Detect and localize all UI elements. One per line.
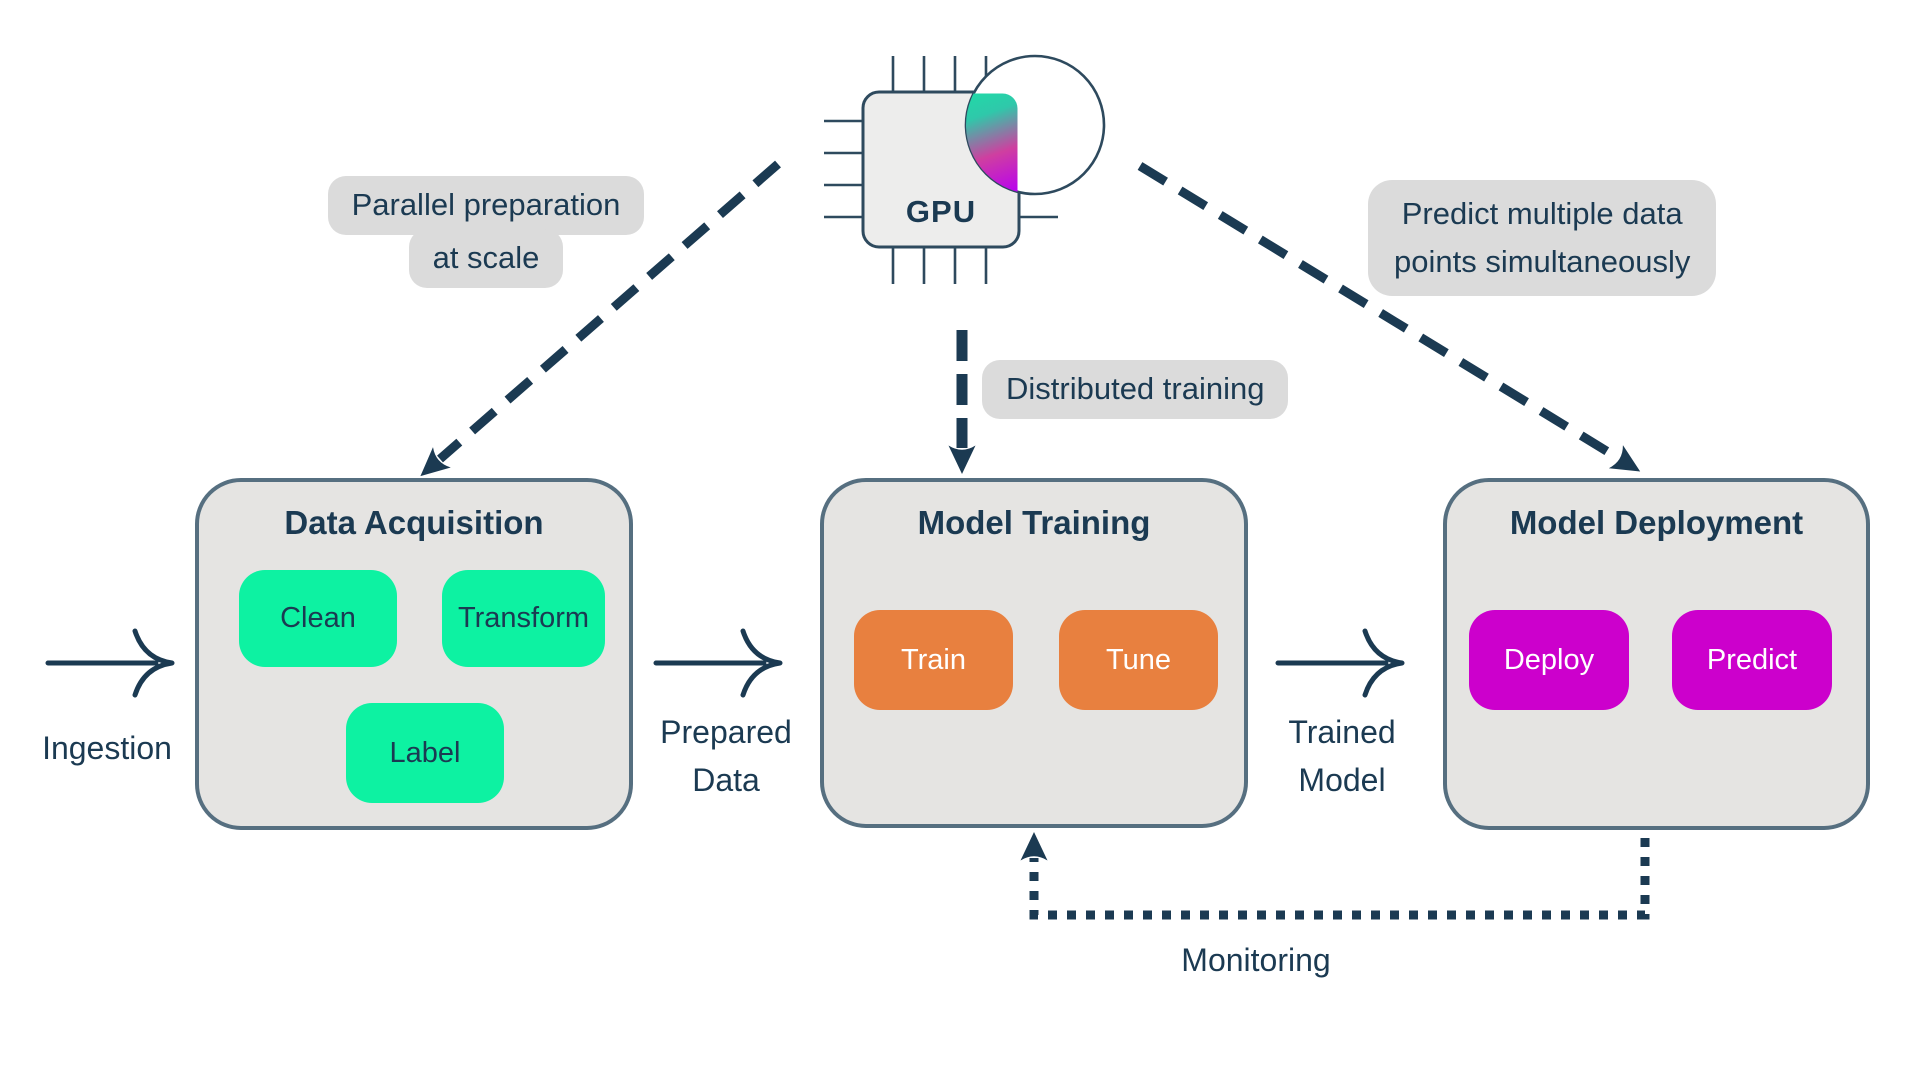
flow-label-data: Data bbox=[692, 762, 760, 798]
flow-label-prepared-data: Prepared Data bbox=[636, 708, 816, 804]
stage-model-training: Model Training Train Tune bbox=[820, 478, 1248, 828]
flow-label-prepared: Prepared bbox=[660, 714, 792, 750]
task-tune: Tune bbox=[1059, 610, 1218, 710]
annotation-parallel-line2: at scale bbox=[408, 228, 564, 288]
flow-arrow-prepared-data bbox=[653, 628, 783, 698]
flow-label-ingestion-line1: Ingestion bbox=[42, 730, 172, 766]
task-deploy: Deploy bbox=[1469, 610, 1629, 710]
stage-data-acquisition: Data Acquisition Clean Transform Label bbox=[195, 478, 633, 830]
task-clean: Clean bbox=[239, 570, 397, 667]
task-predict: Predict bbox=[1672, 610, 1832, 710]
flow-label-trained-model: Trained Model bbox=[1252, 708, 1432, 804]
flow-label-trained: Trained bbox=[1288, 714, 1396, 750]
annotation-predict-multiple: Predict multiple data points simultaneou… bbox=[1368, 180, 1717, 297]
annotation-parallel-preparation: Parallel preparation at scale bbox=[296, 176, 676, 288]
task-train: Train bbox=[854, 610, 1013, 710]
stage-title-model-training: Model Training bbox=[917, 504, 1151, 541]
flow-arrow-trained-model bbox=[1275, 628, 1405, 698]
stage-title-data-acquisition: Data Acquisition bbox=[284, 504, 544, 541]
stage-title-model-deployment: Model Deployment bbox=[1509, 504, 1804, 541]
task-label: Label bbox=[346, 703, 504, 803]
annotation-predict-line1: Predict multiple data bbox=[1401, 196, 1683, 231]
feedback-label-monitoring: Monitoring bbox=[1181, 942, 1331, 978]
flow-label-model: Model bbox=[1298, 762, 1386, 798]
gpu-gradient-lens bbox=[966, 93, 1018, 194]
gpu-label: GPU bbox=[905, 194, 977, 229]
dotted-arrow-monitoring bbox=[1020, 832, 1650, 920]
annotation-parallel-line1: Parallel preparation bbox=[327, 176, 645, 235]
stage-model-deployment: Model Deployment Deploy Predict bbox=[1443, 478, 1870, 830]
gpu-chip-icon bbox=[824, 54, 1106, 284]
flow-label-ingestion: Ingestion bbox=[17, 724, 197, 772]
flow-arrow-ingestion bbox=[45, 628, 175, 698]
annotation-predict-line2: points simultaneously bbox=[1394, 244, 1691, 280]
task-transform: Transform bbox=[442, 570, 605, 667]
annotation-distributed-training: Distributed training bbox=[982, 360, 1289, 419]
dashed-arrow-gpu-to-acquisition bbox=[420, 160, 781, 477]
